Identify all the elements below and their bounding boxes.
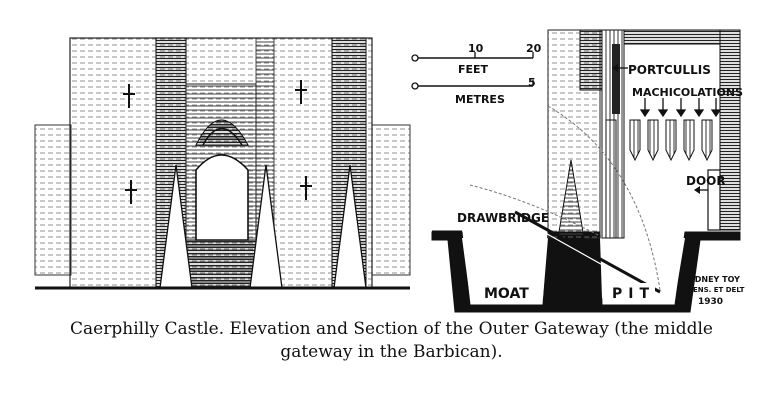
scale-tick-20: 20 <box>526 42 542 55</box>
metres-label: METRES <box>455 93 505 106</box>
scale-tick-10: 10 <box>468 42 484 55</box>
signature-line2: MENS. ET DELT <box>686 286 745 294</box>
label-portcullis: PORTCULLIS <box>628 63 711 77</box>
label-moat: MOAT <box>484 286 529 302</box>
figure-caption: Caerphilly Castle. Elevation and Section… <box>0 318 783 364</box>
caption-line-2: gateway in the Barbican). <box>280 342 503 362</box>
feet-label: FEET <box>458 63 489 76</box>
label-drawbridge: DRAWBRIDGE <box>457 211 549 225</box>
label-pit: PIT <box>612 286 655 302</box>
label-machicolations: MACHICOLATIONS <box>632 86 743 99</box>
signature-line1: SIDNEY TOY <box>686 275 740 284</box>
elevation-view <box>34 37 411 290</box>
section-view <box>431 29 741 313</box>
label-door: DOOR <box>686 174 726 188</box>
scale-tick-5: 5 <box>528 76 536 89</box>
scale-bar: 10 20 FEET 5 METRES <box>411 42 542 106</box>
caption-line-1: Caerphilly Castle. Elevation and Section… <box>70 319 713 339</box>
signature-line3: 1930 <box>698 297 723 307</box>
